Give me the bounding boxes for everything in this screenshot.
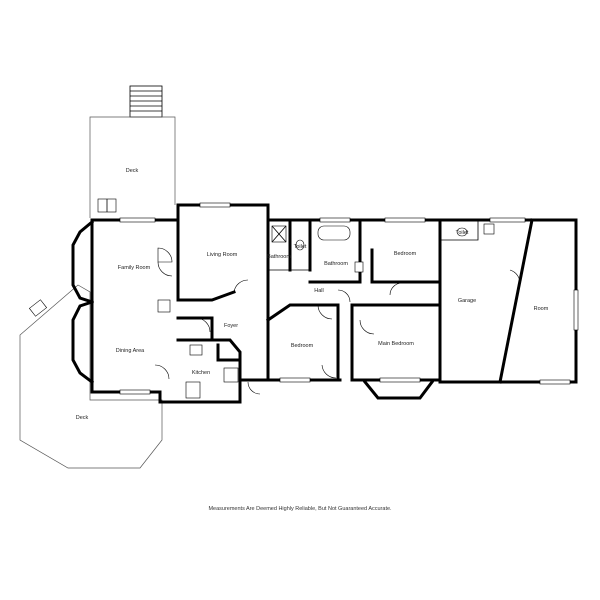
kitchen-sink-icon — [185, 381, 201, 399]
label-room: Room — [534, 306, 549, 312]
label-deck-top: Deck — [126, 168, 139, 174]
label-living-room: Living Room — [207, 252, 238, 258]
label-dining-area: Dining Area — [116, 348, 145, 354]
toilet-icon — [295, 239, 305, 251]
label-bathroom: Bathroom — [324, 261, 348, 267]
doors — [154, 247, 521, 395]
fridge-icon — [189, 344, 203, 356]
sink-icon — [483, 223, 495, 235]
family-room-bay — [71, 219, 95, 385]
room-labels: Deck Family Room Dining Area Living Room… — [76, 168, 549, 421]
label-kitchen: Kitchen — [192, 370, 210, 376]
stove-icon — [223, 367, 239, 383]
disclaimer-note: Measurements Are Deemed Highly Reliable,… — [208, 506, 392, 512]
bathtub-icon — [317, 225, 351, 241]
label-deck-left: Deck — [76, 415, 89, 421]
label-foyer: Foyer — [224, 323, 238, 329]
left-deck — [19, 284, 163, 469]
label-main-bedroom: Main Bedroom — [378, 341, 414, 347]
fireplace-icon — [157, 299, 171, 313]
windows — [119, 202, 579, 395]
fixtures — [157, 223, 495, 399]
toilet-icon — [456, 227, 468, 237]
label-bathroom-small: Bathroom — [267, 254, 291, 260]
label-family-room: Family Room — [118, 265, 151, 271]
label-garage: Garage — [458, 298, 476, 304]
label-toilet-b: Toilet — [456, 230, 469, 236]
label-hall: Hall — [314, 288, 323, 294]
top-deck — [89, 85, 176, 218]
label-toilet-a: Toilet — [294, 244, 307, 250]
label-bedroom-left: Bedroom — [291, 343, 314, 349]
sink-icon — [354, 261, 364, 273]
label-bedroom-top: Bedroom — [394, 251, 417, 257]
